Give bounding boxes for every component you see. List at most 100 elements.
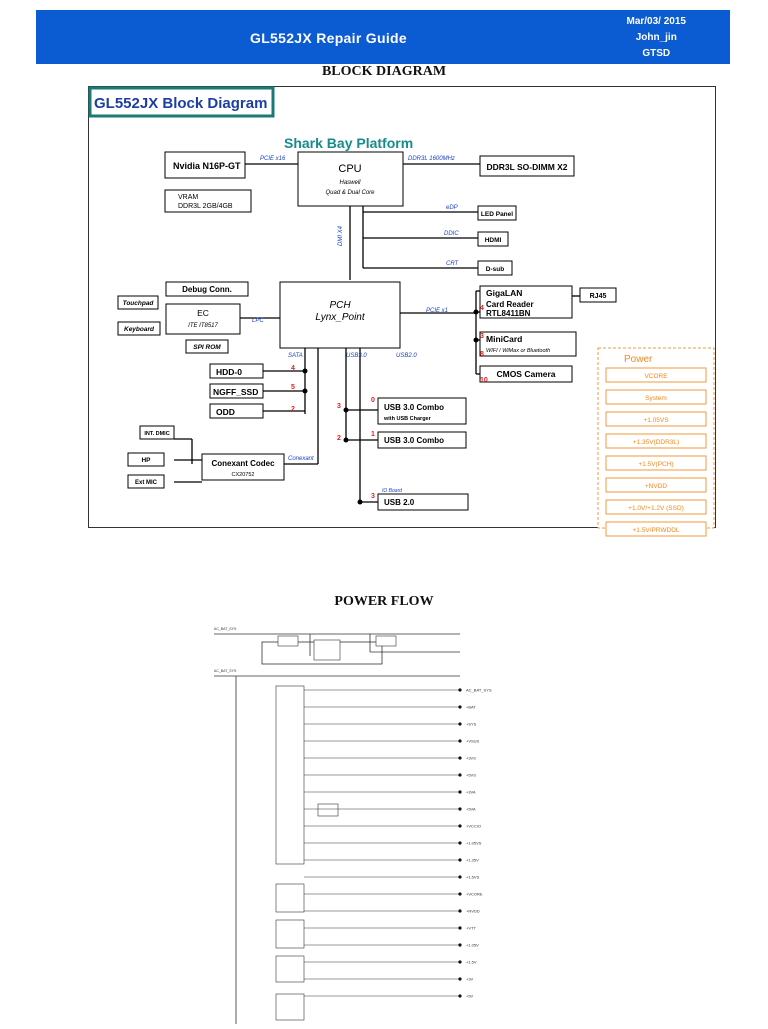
power-rail-node [458, 807, 462, 811]
power-rail-label: +3V [466, 977, 474, 982]
power-rail-label: +1.05V [466, 943, 479, 948]
vram-label: VRAM [178, 194, 198, 201]
power-rail-node [458, 943, 462, 947]
power-rail-node [458, 858, 462, 862]
usb-combo1-box [377, 397, 467, 425]
svg-text:4: 4 [480, 305, 484, 312]
block-diagram: GL552JX Block Diagram Shark Bay Platform [88, 86, 716, 537]
power-rail-node [458, 756, 462, 760]
extmic-box [127, 474, 165, 489]
diagram-title-box [88, 86, 275, 118]
dmic-box [139, 425, 175, 440]
power-rail-node [458, 892, 462, 896]
power-title: Power [624, 354, 653, 365]
power-rail-label: +5V [466, 994, 474, 999]
svg-text:3: 3 [480, 333, 484, 340]
bus-lpc: LPC [252, 318, 264, 324]
power-item-label: +1.5V(PCH) [638, 461, 673, 468]
power-rail-node [458, 688, 462, 692]
hdmi-label: HDMI [485, 237, 502, 244]
power-rail-label: +NVDD [466, 909, 480, 914]
power-rail-label: +VCORE [466, 892, 483, 897]
odd-box [209, 403, 264, 419]
power-item-label: +1.35V(DDR3L) [633, 439, 679, 446]
bus-usb20: USB2.0 [396, 353, 417, 359]
bus-pcie1: PCIE x1 [426, 308, 448, 314]
keyboard-box [117, 321, 161, 336]
power-item-label: VCORE [644, 373, 668, 380]
codec-sub: CX20752 [232, 472, 255, 478]
led-label: LED Panel [481, 211, 513, 218]
hdd-label: HDD-0 [216, 367, 242, 377]
usb2-box [377, 493, 469, 511]
usb-combo2-box [377, 431, 467, 449]
ddr-box [479, 155, 575, 177]
block-diagram-svg: GL552JX Block Diagram Shark Bay Platform [88, 86, 716, 537]
power-rail-label: +3VS [466, 756, 476, 761]
pch-box [279, 281, 401, 349]
power-flow-svg: AC_BAT_SYS AC_BAT_SYS AC_BAT_SYS+BAT+SYS… [214, 627, 492, 1024]
gpu-box [164, 151, 246, 179]
power-rail-label: +SYS [466, 722, 477, 727]
power-item-label: +1.05VS [643, 417, 669, 424]
bus-ddic: DDIC [444, 231, 459, 237]
power-item-box [605, 433, 707, 449]
codec-box [201, 453, 285, 481]
svg-text:AC_BAT_SYS: AC_BAT_SYS [214, 627, 237, 631]
debug-box [165, 281, 249, 297]
power-rail-label: +3VA [466, 790, 476, 795]
svg-text:5: 5 [291, 384, 295, 391]
ngff-label: NGFF_SSD [213, 387, 258, 397]
power-rail-label: +VSUS [466, 739, 480, 744]
power-rail-node [458, 739, 462, 743]
svg-text:1: 1 [371, 431, 375, 438]
power-rail-node [458, 909, 462, 913]
gpu-label: Nvidia N16P-GT [173, 161, 241, 171]
svg-text:10: 10 [480, 377, 488, 384]
svg-text:2: 2 [337, 435, 341, 442]
vram-spec: DDR3L 2GB/4GB [178, 203, 233, 210]
cpu-sub1: Haswell [339, 180, 361, 186]
ddr-label: DDR3L SO-DIMM X2 [486, 162, 567, 172]
bus-sata: SATA [288, 353, 303, 359]
power-item-box [605, 477, 707, 493]
gigalan-label: GigaLAN [486, 288, 522, 298]
header-author: John_jin [635, 32, 677, 43]
debug-label: Debug Conn. [182, 285, 232, 294]
header-date: Mar/03/ 2015 [626, 16, 687, 27]
usb-combo1-sub: with USB Charger [383, 416, 432, 422]
bus-usb30: USB3.0 [346, 353, 367, 359]
power-rail-node [458, 977, 462, 981]
svg-text:8: 8 [480, 351, 484, 358]
spirom-label: SPI ROM [193, 344, 221, 351]
header-dept: GTSD [642, 48, 671, 59]
power-rail-node [458, 875, 462, 879]
odd-label: ODD [216, 407, 235, 417]
power-rail-label: +1.5VS [466, 875, 480, 880]
header-meta: Mar/03/ 2015 John_jin GTSD [627, 14, 687, 62]
power-flow-heading: POWER FLOW [334, 594, 434, 609]
diagram-title: GL552JX Block Diagram [94, 95, 267, 112]
keyboard-label: Keyboard [124, 326, 155, 333]
cardreader-sub: RTL8411BN [486, 309, 531, 318]
power-rail-node [458, 960, 462, 964]
power-item-label: +1.5V/PRWDDL [632, 527, 679, 534]
power-rail-label: +BAT [466, 705, 476, 710]
power-rail-node [458, 824, 462, 828]
svg-text:AC_BAT_SYS: AC_BAT_SYS [214, 669, 237, 673]
power-rail-label: +5VA [466, 807, 476, 812]
power-flow-diagram: AC_BAT_SYS AC_BAT_SYS AC_BAT_SYS+BAT+SYS… [210, 616, 550, 1024]
gigalan-box [479, 285, 573, 319]
minicard-sub: WIFI / WiMax or Bluetooth [486, 348, 550, 354]
header-banner: GL552JX Repair Guide Mar/03/ 2015 John_j… [36, 10, 730, 64]
dsub-box [477, 260, 513, 276]
power-item-box [605, 411, 707, 427]
minicard-box [479, 331, 577, 357]
block-diagram-heading: BLOCK DIAGRAM [321, 64, 447, 79]
pch-sub: Lynx_Point [315, 312, 366, 323]
usb2-label: USB 2.0 [384, 498, 415, 507]
cmos-box [479, 365, 573, 383]
power-rail-label: +5VS [466, 773, 476, 778]
ec-sub: ITE IT8517 [188, 323, 218, 329]
svg-text:3: 3 [371, 493, 375, 500]
